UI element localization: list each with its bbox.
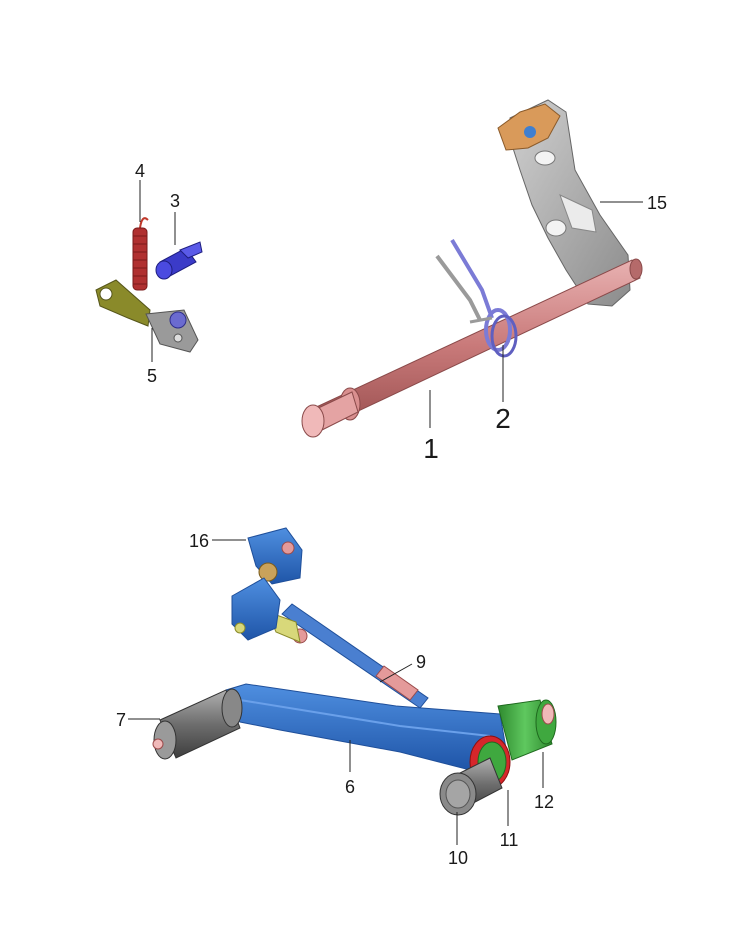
callout-2: 2	[495, 403, 511, 434]
callout-7: 7	[116, 710, 126, 730]
callout-3: 3	[170, 191, 180, 211]
pedal-arm-part-6	[221, 683, 509, 771]
callout-6: 6	[345, 777, 355, 797]
callout-5: 5	[147, 366, 157, 386]
callout-9: 9	[416, 652, 426, 672]
callout-1: 1	[423, 433, 439, 464]
return-spring-part-4	[132, 217, 149, 291]
callout-15: 15	[647, 193, 667, 213]
foot-peg-part-7	[152, 688, 243, 760]
callout-10: 10	[448, 848, 468, 868]
callout-4: 4	[135, 161, 145, 181]
spring-wire-part-2	[435, 238, 518, 358]
stopper-arm-part-5	[95, 279, 199, 353]
bushing-part-12	[497, 699, 557, 761]
callout-12: 12	[534, 792, 554, 812]
shift-plate-part-15	[497, 99, 631, 307]
shift-shaft-part-1	[301, 258, 643, 438]
leader-9	[379, 663, 413, 683]
leader-lines	[128, 180, 643, 845]
pivot-bolt-part-10	[439, 757, 503, 816]
bolt-part-3	[155, 241, 203, 280]
callout-16: 16	[189, 531, 209, 551]
rod-end-part-16	[231, 527, 303, 641]
callout-11: 11	[500, 830, 519, 850]
callout-labels: 1 2 3 4 5 6 7 9 10 11 12 15 16	[116, 161, 667, 868]
